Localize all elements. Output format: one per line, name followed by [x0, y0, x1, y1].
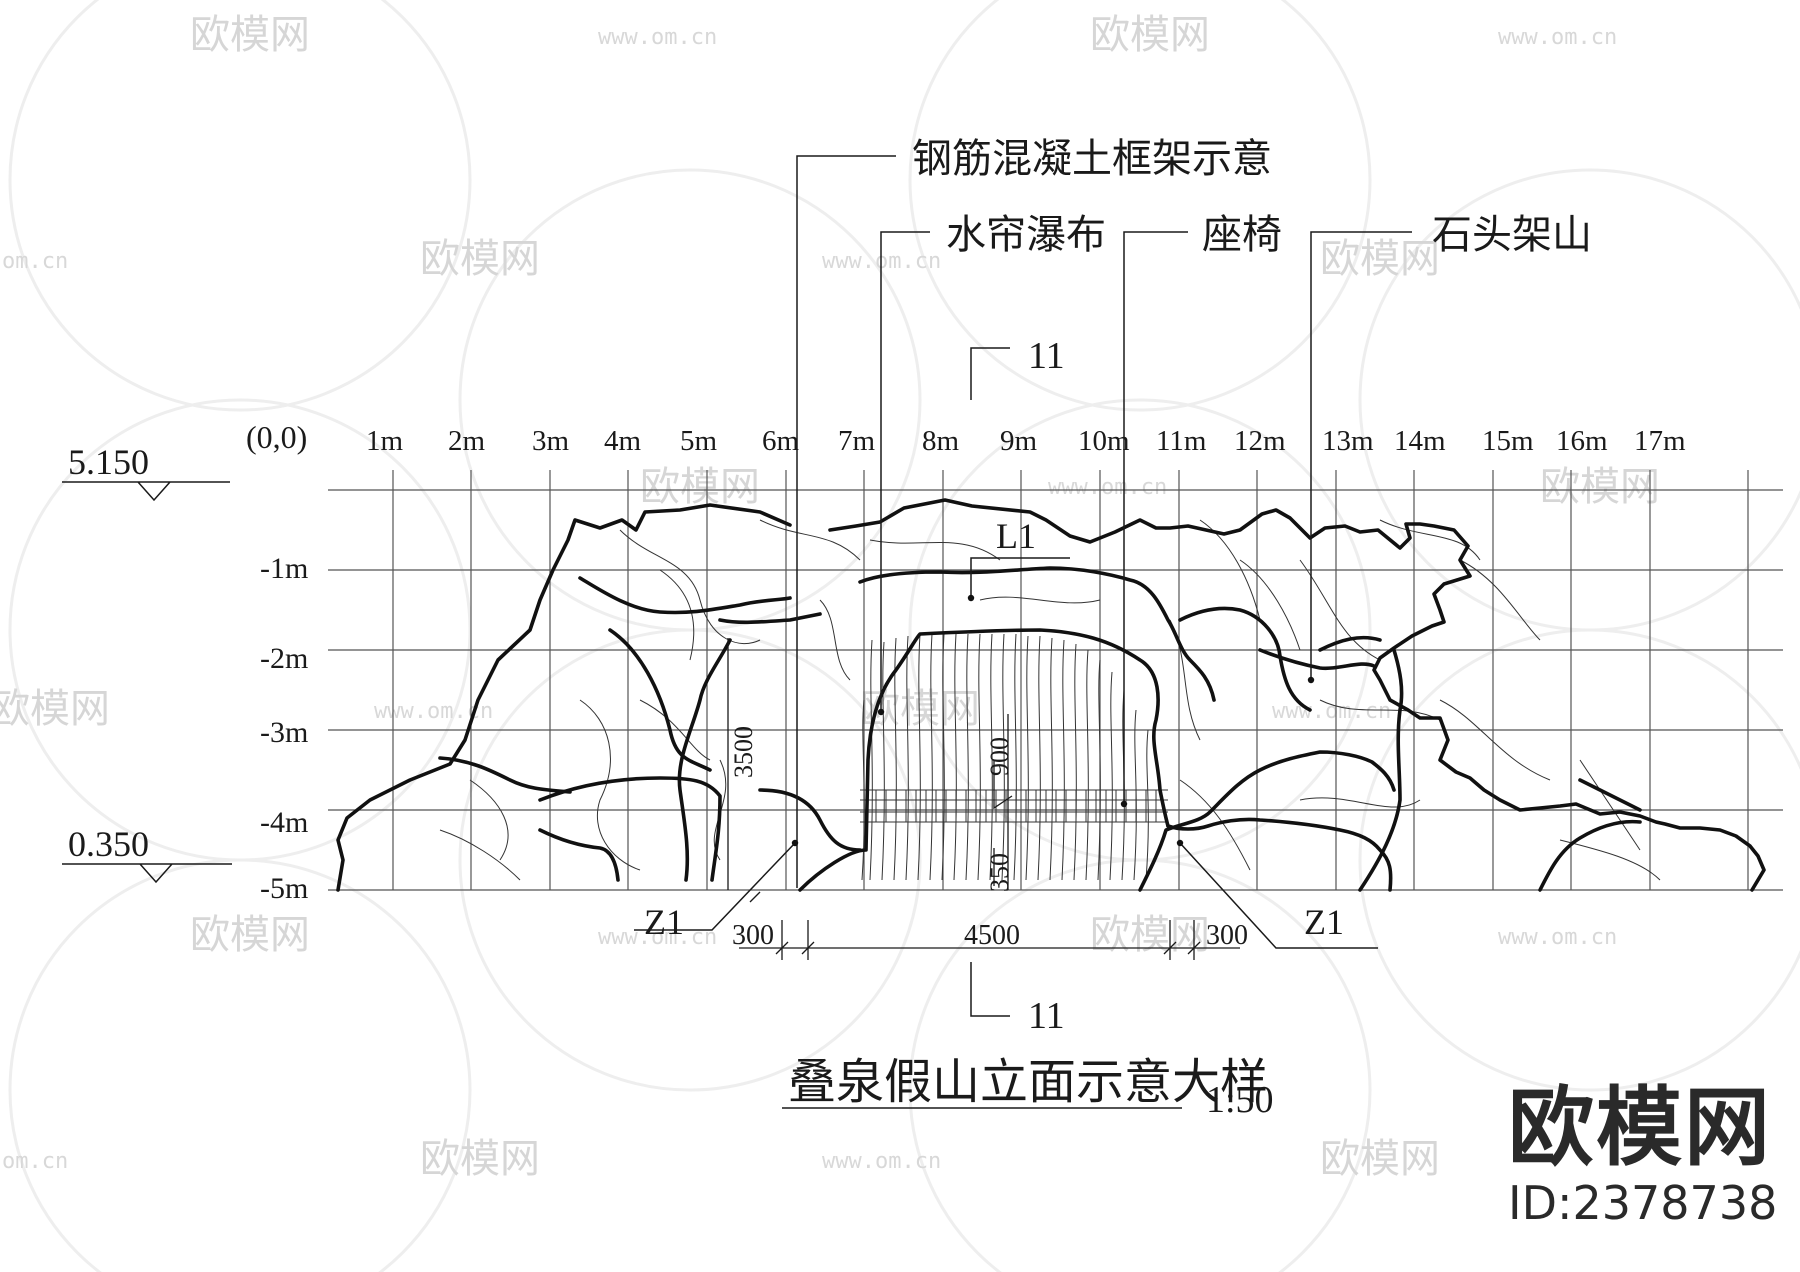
rock-texture [439, 519, 1661, 881]
waterfall-hatching [860, 633, 1168, 881]
watermark-url-short: om.cn [2, 249, 68, 274]
leader-column-left [634, 842, 796, 931]
rock-outlines [336, 498, 1766, 892]
column-label-right: Z1 [1304, 902, 1344, 942]
origin-label: (0,0) [246, 419, 307, 455]
watermark-brand: 欧模网 [1090, 12, 1210, 58]
x-tick-label: 5m [680, 425, 718, 457]
watermark-brand: 欧模网 [1540, 464, 1660, 510]
watermark-url: www.om.cn [1498, 925, 1617, 950]
watermark-brand: 欧模网 [190, 912, 310, 958]
dimension-300-right: 300 [1206, 920, 1248, 951]
watermark-url: www.om.cn [1272, 699, 1391, 724]
section-mark-bottom: 11 [1028, 995, 1065, 1037]
beam-label: L1 [996, 516, 1036, 556]
callout-seat: 座椅 [1202, 212, 1282, 258]
level-bottom-label: 0.350 [68, 824, 149, 864]
watermark-brand: 欧模网 [640, 464, 760, 510]
watermark-brand: 欧模网 [0, 686, 110, 732]
leader-column-right [1179, 842, 1378, 949]
drawing-scale: 1:50 [1206, 1079, 1274, 1121]
x-tick-label: 6m [762, 425, 800, 457]
level-markers [62, 481, 1182, 1109]
column-label-left: Z1 [644, 902, 684, 942]
watermark-arcs [8, 0, 1800, 1272]
watermark-brand: 欧模网 [420, 236, 540, 282]
watermark-url: www.om.cn [1498, 25, 1617, 50]
watermark-brand: 欧模网 [1090, 912, 1210, 958]
level-top-label: 5.150 [68, 442, 149, 482]
x-tick-label: 12m [1234, 425, 1286, 457]
x-tick-label: 16m [1556, 425, 1608, 457]
dimension-lines [727, 638, 1240, 960]
leader-rc-frame [796, 155, 896, 888]
level-marker-top [62, 481, 230, 502]
leader-rock-mountain [1310, 231, 1412, 680]
y-tick-label: -1m [260, 552, 308, 585]
y-tick-label: -2m [260, 642, 308, 675]
x-tick-label: 4m [604, 425, 642, 457]
dimension-900: 900 [985, 737, 1014, 776]
x-tick-label: 2m [448, 425, 486, 457]
callout-curtain-waterfall: 水帘瀑布 [946, 212, 1106, 258]
callout-rc-frame: 钢筋混凝土框架示意 [912, 136, 1272, 182]
leader-section-bottom [970, 962, 1010, 1017]
watermark-url: www.om.cn [822, 1149, 941, 1174]
level-marker-bottom [62, 863, 232, 884]
x-tick-label: 13m [1322, 425, 1374, 457]
x-tick-label: 8m [922, 425, 960, 457]
x-tick-label: 1m [366, 425, 404, 457]
watermark-url-short: om.cn [2, 1149, 68, 1174]
watermark-brand: 欧模网 [190, 12, 310, 58]
dimension-300-left: 300 [732, 920, 774, 951]
leader-section-top [970, 347, 1010, 400]
brand-name: 欧模网 [1508, 1078, 1772, 1178]
x-tick-label: 3m [532, 425, 570, 457]
section-mark-top: 11 [1028, 335, 1065, 377]
y-tick-label: -4m [260, 806, 308, 839]
drawing-title: 叠泉假山立面示意大样 [788, 1054, 1268, 1110]
callout-rock-mountain: 石头架山 [1432, 212, 1592, 258]
x-tick-label: 17m [1634, 425, 1686, 457]
watermark-brand: 欧模网 [1320, 1136, 1440, 1182]
watermark-url: www.om.cn [598, 925, 717, 950]
callout-leaders [634, 155, 1412, 1017]
dimension-350: 350 [985, 853, 1014, 892]
x-tick-label: 14m [1394, 425, 1446, 457]
watermark-url: www.om.cn [598, 25, 717, 50]
x-tick-label: 7m [838, 425, 876, 457]
x-tick-label: 9m [1000, 425, 1038, 457]
dimension-3500: 3500 [729, 726, 758, 778]
dimension-4500: 4500 [964, 920, 1020, 951]
brand-block: 欧模网 ID:2378738 [1508, 1080, 1798, 1230]
x-tick-label: 11m [1156, 425, 1207, 457]
watermark-brand: 欧模网 [420, 1136, 540, 1182]
y-tick-label: -5m [260, 872, 308, 905]
leader-curtain-waterfall [880, 231, 930, 712]
leader-seat [1123, 231, 1188, 804]
brand-id: ID:2378738 [1508, 1176, 1778, 1230]
x-tick-label: 15m [1482, 425, 1534, 457]
x-tick-label: 10m [1078, 425, 1130, 457]
dimension-dots [791, 594, 1315, 847]
watermark-brand: 欧模网 [1320, 236, 1440, 282]
watermark-url: www.om.cn [1048, 475, 1167, 500]
y-tick-label: -3m [260, 716, 308, 749]
leader-beam [970, 557, 1070, 598]
